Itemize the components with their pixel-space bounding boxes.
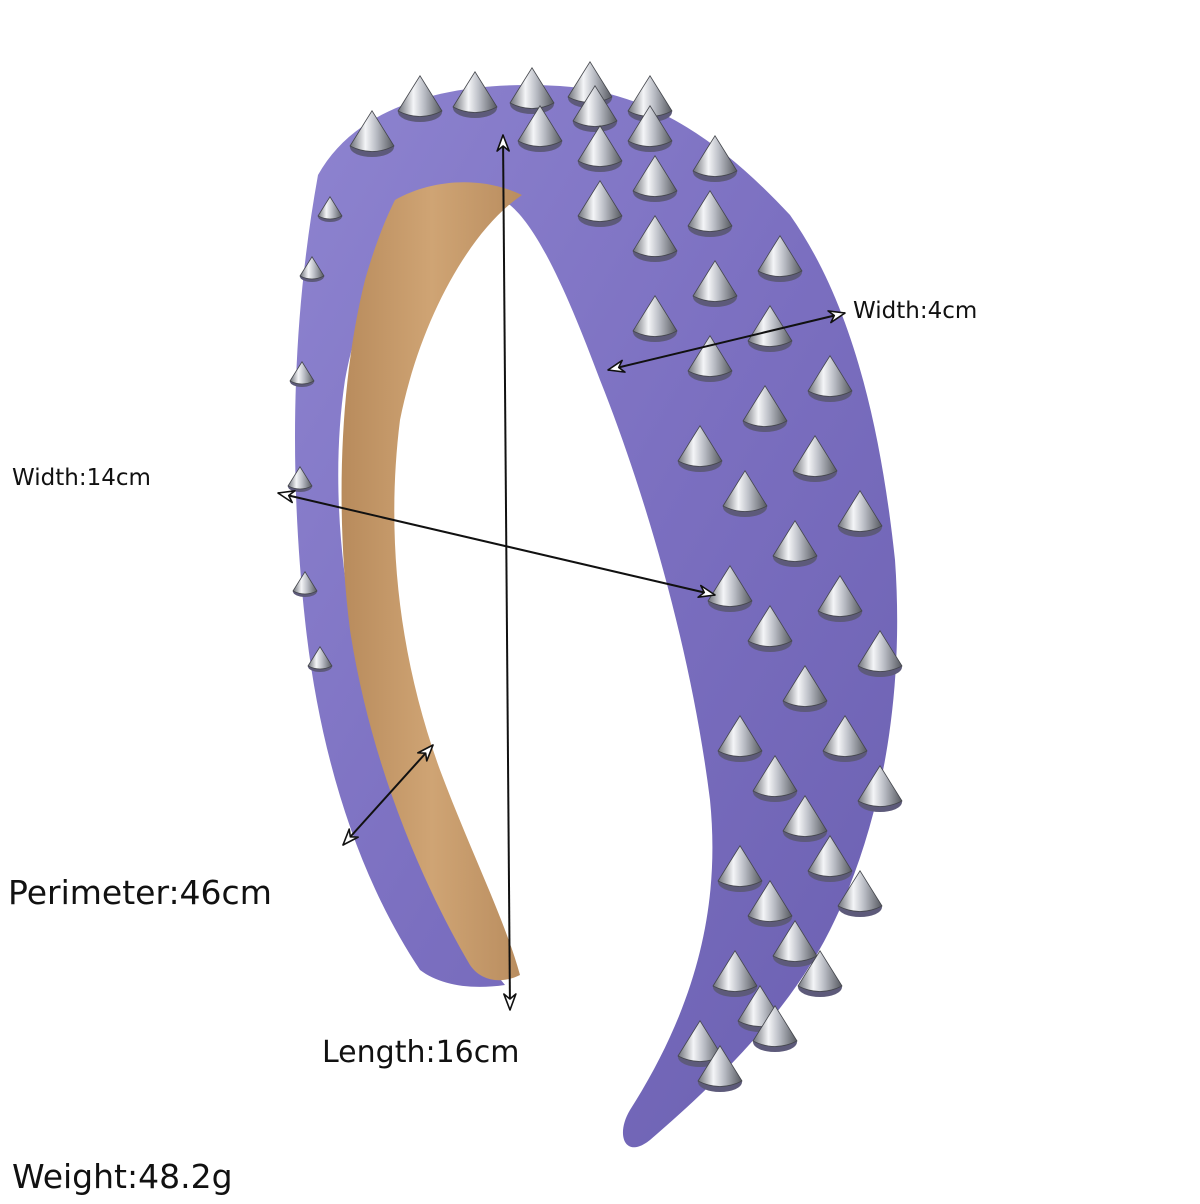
spike: [687, 190, 733, 232]
spike: [857, 765, 903, 807]
spike: [577, 180, 623, 222]
spike: [807, 355, 853, 397]
arrow-perimeter: [342, 744, 434, 846]
spike: [397, 75, 443, 117]
spike: [752, 755, 798, 797]
span-width-label: Width:14cm: [12, 465, 151, 491]
spike: [307, 646, 333, 670]
spike: [717, 715, 763, 757]
arrow-band-width: [607, 310, 846, 373]
metal-spikes: [287, 61, 903, 1092]
spike: [717, 845, 763, 887]
spike: [797, 950, 843, 992]
length-label: Length:16cm: [322, 1035, 520, 1070]
spike: [632, 215, 678, 257]
spike: [317, 196, 343, 220]
spike: [752, 1005, 798, 1047]
spike: [742, 385, 788, 427]
spike: [692, 135, 738, 177]
weight-label: Weight:48.2g: [12, 1157, 233, 1196]
band-width-label: Width:4cm: [853, 298, 978, 324]
spike: [747, 605, 793, 647]
arrow-length: [496, 134, 517, 1011]
spike: [452, 71, 498, 113]
spike: [299, 256, 325, 280]
spike: [792, 435, 838, 477]
spike: [747, 880, 793, 922]
spike: [627, 105, 673, 147]
spike: [577, 125, 623, 167]
spike: [509, 67, 555, 109]
spike: [722, 470, 768, 512]
spike: [287, 466, 313, 490]
dimension-arrows: [277, 134, 846, 1011]
spike: [677, 425, 723, 467]
spike: [857, 630, 903, 672]
spike: [782, 795, 828, 837]
spike: [837, 870, 883, 912]
spike: [817, 575, 863, 617]
spike: [707, 565, 753, 607]
spike: [837, 490, 883, 532]
spike: [697, 1045, 743, 1087]
spike: [632, 155, 678, 197]
spike: [349, 110, 395, 152]
perimeter-label: Perimeter:46cm: [8, 873, 272, 912]
spike: [822, 715, 868, 757]
spike: [692, 260, 738, 302]
spike: [782, 665, 828, 707]
headband-lining: [341, 182, 522, 981]
spike: [807, 835, 853, 877]
spike: [517, 105, 563, 147]
spike: [289, 361, 315, 385]
spike: [757, 235, 803, 277]
spike: [772, 520, 818, 562]
spike: [712, 950, 758, 992]
